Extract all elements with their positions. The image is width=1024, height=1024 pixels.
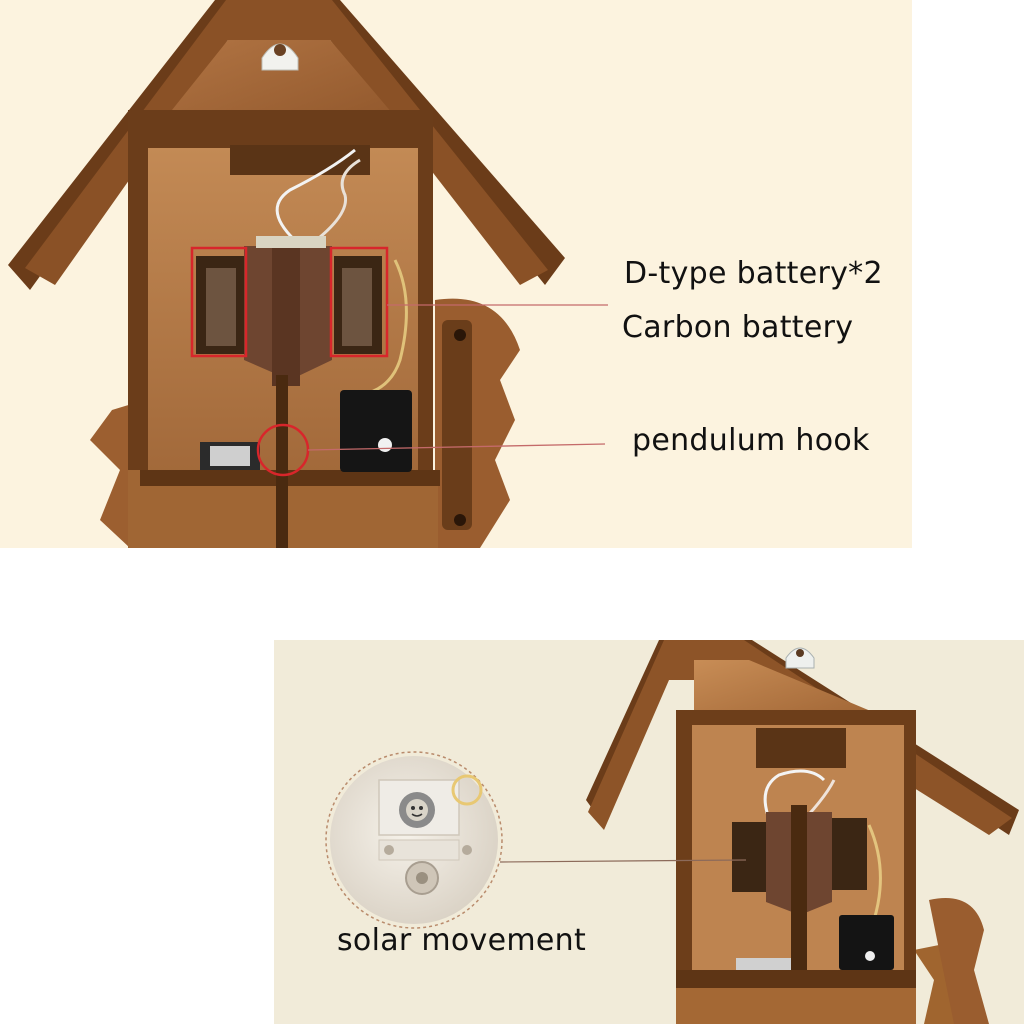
roof-bottom [588, 640, 1012, 835]
cuckoo-clock-back-bottom [325, 640, 1019, 1024]
top-photo-panel [0, 0, 912, 548]
wall-hanger-icon-bottom [785, 647, 815, 669]
battery-type-label: D-type battery*2 [624, 256, 883, 291]
solar-leader-line [499, 859, 747, 863]
motor-unit [340, 390, 412, 472]
wall-hanger-icon [261, 43, 299, 71]
bottom-photo-panel [274, 640, 1024, 1024]
solar-movement-label: solar movement [337, 923, 587, 958]
sun-gear-icon [399, 792, 435, 828]
pendulum-rod [276, 375, 288, 548]
solar-movement-detail [325, 751, 503, 929]
battery-highlight-right [329, 246, 389, 358]
cuckoo-clock-back-top [8, 0, 608, 548]
battery-kind-label: Carbon battery [622, 310, 854, 345]
pendulum-hook-label: pendulum hook [632, 423, 870, 458]
pendulum-leader-line [307, 443, 606, 451]
battery-highlight-left [190, 246, 248, 358]
